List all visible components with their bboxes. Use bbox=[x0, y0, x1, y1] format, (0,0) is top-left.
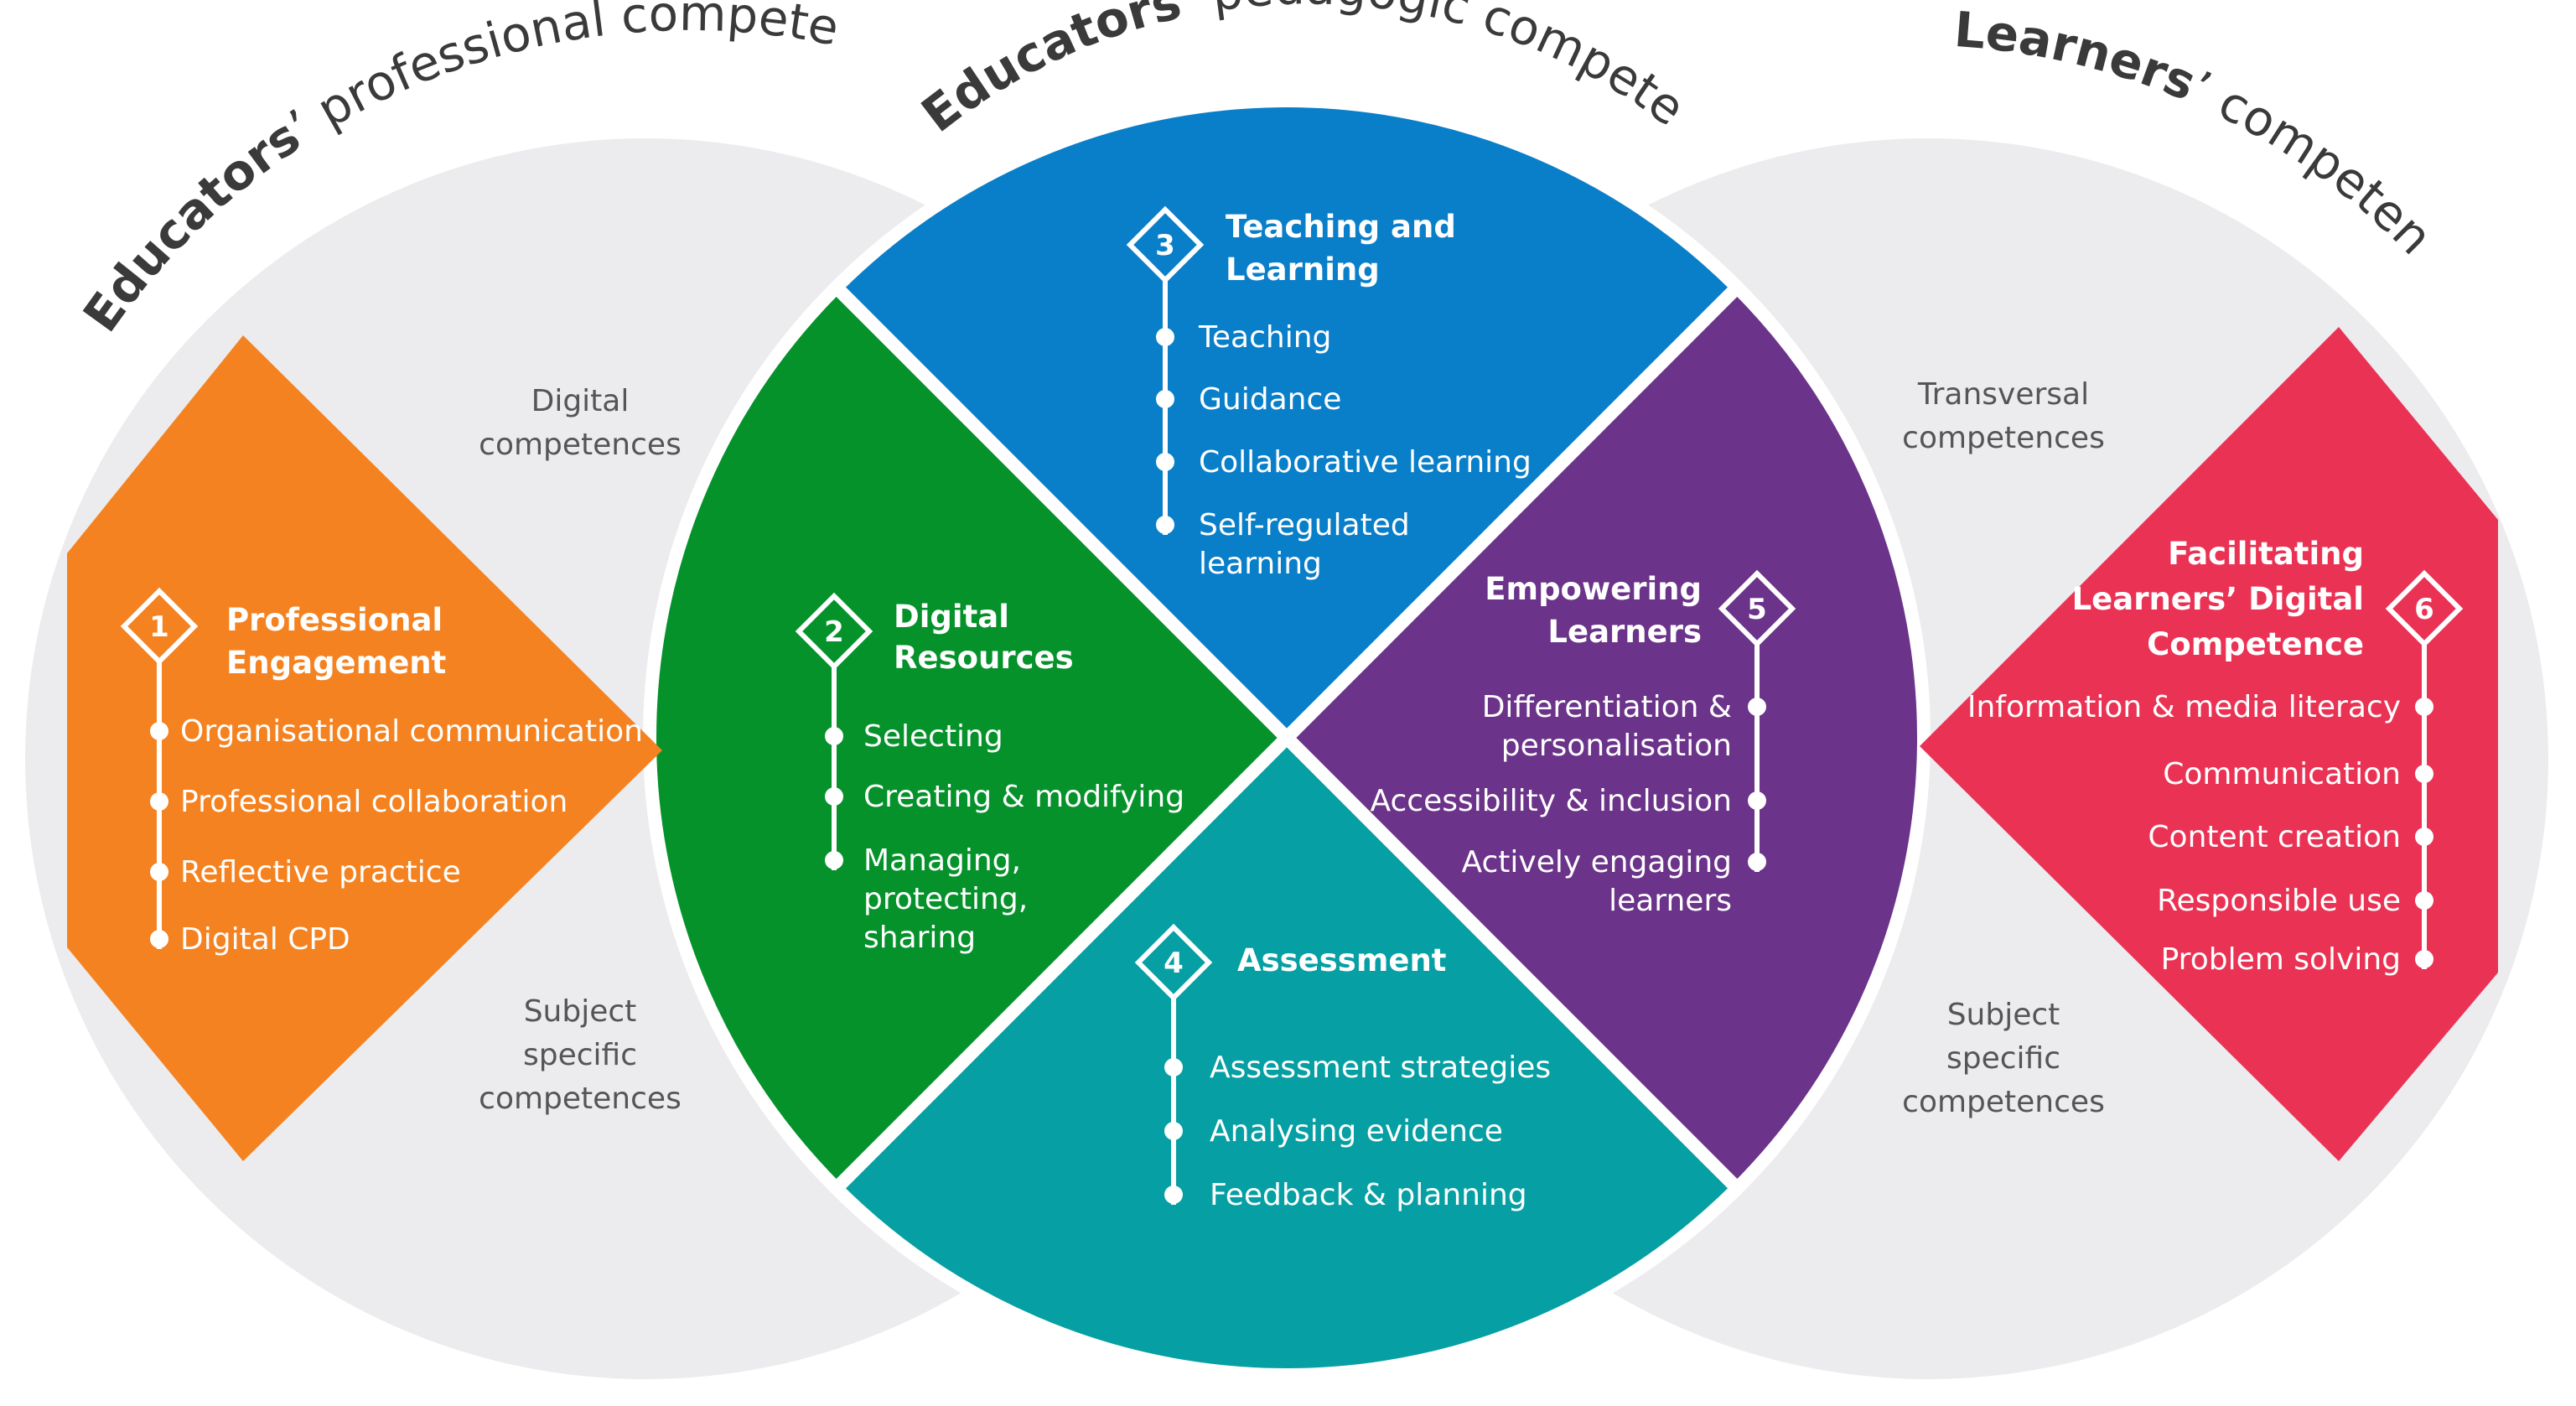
competence-item: Teaching bbox=[1198, 320, 1331, 355]
number-diamond-icon bbox=[1134, 923, 1213, 1002]
quadrant-empowering-learners bbox=[1280, 280, 1931, 1196]
competence-item: Information & media literacy bbox=[1967, 690, 2401, 724]
bullet-dot bbox=[1156, 516, 1174, 534]
bullet-dot bbox=[1748, 791, 1766, 810]
competence-item: Selecting bbox=[863, 719, 1003, 754]
number-diamond-icon bbox=[1718, 569, 1796, 648]
area-title: Assessment bbox=[1237, 942, 1447, 978]
competence-item: Organisational communication bbox=[180, 714, 643, 749]
bullet-dot bbox=[1748, 698, 1766, 716]
diamond-facilitating-learners bbox=[1920, 327, 2498, 1161]
competence-item: Assessment strategies bbox=[1210, 1051, 1551, 1085]
area-number: 6 bbox=[2414, 593, 2434, 626]
bullet-dot bbox=[2415, 950, 2433, 968]
bullet-dot bbox=[150, 863, 168, 881]
quadrant-teaching-learning bbox=[829, 94, 1744, 745]
quadrant-digital-resources bbox=[643, 280, 1293, 1196]
bullet-dot bbox=[150, 722, 168, 740]
bullet-dot bbox=[1164, 1058, 1183, 1077]
number-diamond-icon bbox=[795, 592, 873, 671]
competence-item: Accessibility & inclusion bbox=[1370, 784, 1732, 818]
bullet-dot bbox=[2415, 765, 2433, 783]
area-number: 2 bbox=[824, 615, 844, 649]
competence-item: Reflective practice bbox=[180, 855, 461, 890]
bullet-dot bbox=[1748, 853, 1766, 871]
competence-item: Analysing evidence bbox=[1210, 1114, 1503, 1149]
number-diamond-icon bbox=[120, 587, 199, 666]
competence-item: Professional collaboration bbox=[180, 785, 568, 819]
competence-item: Digital CPD bbox=[180, 922, 350, 957]
competence-item: Guidance bbox=[1199, 382, 1341, 417]
number-diamond-icon bbox=[1126, 205, 1205, 284]
central-circle bbox=[643, 94, 1931, 1382]
number-diamond-icon bbox=[2385, 569, 2464, 648]
area-number: 4 bbox=[1164, 947, 1184, 980]
bullet-dot bbox=[1164, 1122, 1183, 1140]
bullet-dot bbox=[2415, 828, 2433, 846]
competence-item: Content creation bbox=[2148, 820, 2401, 854]
bullet-dot bbox=[1156, 390, 1174, 408]
bullet-dot bbox=[825, 787, 843, 806]
competence-item: Problem solving bbox=[2161, 942, 2401, 977]
bullet-dot bbox=[1156, 453, 1174, 471]
competence-item: Creating & modifying bbox=[863, 780, 1184, 814]
competence-item: Feedback & planning bbox=[1210, 1178, 1527, 1212]
competence-item: Communication bbox=[2163, 757, 2401, 791]
bullet-dot bbox=[1156, 328, 1174, 346]
bullet-dot bbox=[825, 851, 843, 869]
competence-item: Responsible use bbox=[2157, 884, 2401, 918]
bullet-dot bbox=[2415, 698, 2433, 716]
area-number: 5 bbox=[1747, 593, 1767, 626]
bullet-dot bbox=[825, 727, 843, 745]
bullet-dot bbox=[150, 930, 168, 948]
quadrant-assessment bbox=[829, 731, 1744, 1382]
diamond-professional-engagement bbox=[67, 335, 662, 1161]
bullet-dot bbox=[150, 792, 168, 811]
bullet-dot bbox=[1164, 1186, 1183, 1204]
area-number: 1 bbox=[149, 610, 169, 644]
area-number: 3 bbox=[1155, 229, 1175, 262]
competence-item: Differentiation &personalisation bbox=[1482, 690, 1732, 763]
bullet-dot bbox=[2415, 891, 2433, 910]
outer-diamonds bbox=[67, 327, 2498, 1161]
competence-item: Managing,protecting,sharing bbox=[863, 843, 1028, 955]
competence-item: Collaborative learning bbox=[1199, 445, 1532, 480]
